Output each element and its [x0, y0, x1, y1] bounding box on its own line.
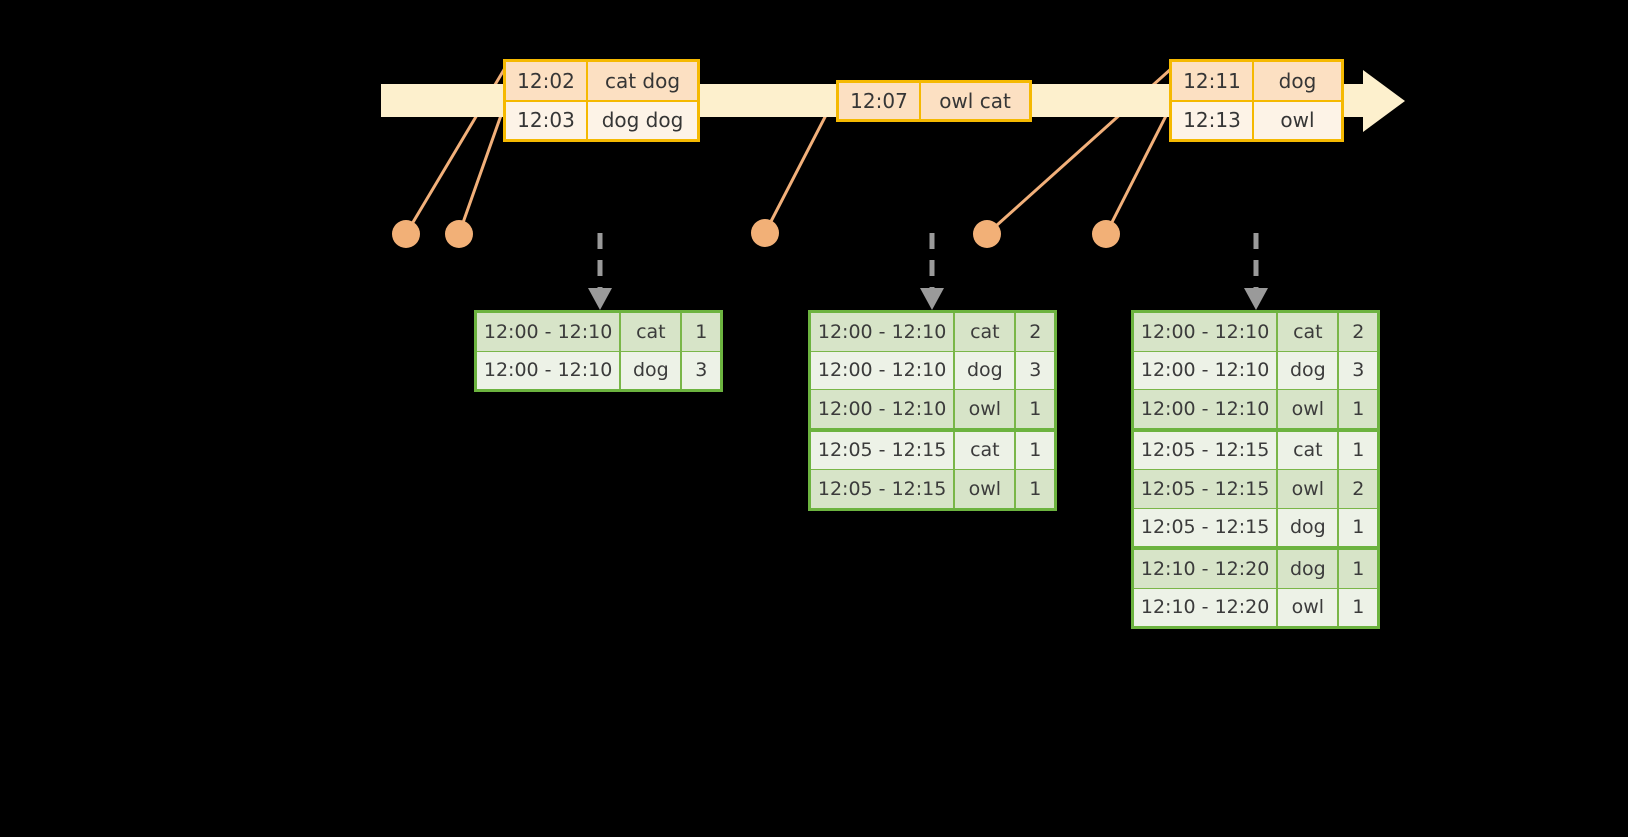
cell-window: 12:00 - 12:10 — [1134, 390, 1279, 428]
cell-count: 1 — [695, 320, 708, 343]
cell-word: cat — [955, 431, 1017, 469]
cell-count: 2 — [1352, 477, 1365, 500]
cell-count: 1 — [1029, 439, 1042, 462]
cell-window: 12:00 - 12:10 — [811, 313, 956, 351]
cell-count: 2 — [1029, 320, 1042, 343]
connector-line-2 — [457, 103, 507, 235]
event-time: 12:02 — [506, 62, 588, 100]
cell-window: 12:00 - 12:10 — [811, 390, 956, 428]
cell-word: cat — [1278, 431, 1340, 469]
cell-word: dog — [955, 351, 1017, 389]
event-words: owl — [1254, 101, 1341, 139]
cell-word: cat — [955, 313, 1017, 351]
event-dot-1 — [392, 220, 420, 248]
event-dot-2 — [445, 220, 473, 248]
cell-count: 1 — [1352, 439, 1365, 462]
cell-window: 12:05 - 12:15 — [1134, 508, 1279, 546]
event-dot-5 — [1092, 220, 1120, 248]
cell-window: 12:05 - 12:15 — [811, 431, 956, 469]
cell-count: 1 — [1352, 596, 1365, 619]
event-words: owl cat — [921, 83, 1029, 119]
event-time: 12:03 — [506, 101, 588, 139]
cell-word: dog — [1278, 550, 1340, 588]
event-row: 12:02 cat dog — [506, 62, 697, 100]
cell-count: 3 — [1029, 359, 1042, 382]
cell-word: dog — [1278, 351, 1340, 389]
cell-window: 12:05 - 12:15 — [811, 470, 956, 508]
cell-word: cat — [621, 313, 683, 351]
cell-word: dog — [1278, 508, 1340, 546]
event-dot-3 — [751, 219, 779, 247]
event-words: dog dog — [588, 101, 697, 139]
event-box-2[interactable]: 12:07 owl cat — [836, 80, 1032, 122]
event-time: 12:11 — [1172, 62, 1254, 100]
cell-window: 12:00 - 12:10 — [477, 351, 622, 389]
event-row: 12:11 dog — [1172, 62, 1341, 100]
cell-window: 12:00 - 12:10 — [1134, 313, 1279, 351]
cell-window: 12:00 - 12:10 — [1134, 351, 1279, 389]
event-box-1[interactable]: 12:02 cat dog 12:03 dog dog — [503, 59, 700, 142]
cell-word: owl — [955, 470, 1017, 508]
cell-count: 1 — [1352, 516, 1365, 539]
event-words: cat dog — [588, 62, 697, 100]
connector-line-5 — [1104, 103, 1174, 235]
cell-word: owl — [1278, 390, 1340, 428]
dashed-arrow-2 — [920, 233, 944, 310]
cell-word: owl — [1278, 470, 1340, 508]
cell-count: 2 — [1352, 320, 1365, 343]
timeline-arrowhead-icon — [1363, 70, 1405, 132]
cell-count: 1 — [1029, 477, 1042, 500]
dashed-arrow-3 — [1244, 233, 1268, 310]
cell-count: 1 — [1352, 557, 1365, 580]
cell-word: dog — [621, 351, 683, 389]
event-box-3[interactable]: 12:11 dog 12:13 owl — [1169, 59, 1344, 142]
cell-window: 12:05 - 12:15 — [1134, 431, 1279, 469]
event-row: 12:07 owl cat — [839, 83, 1029, 119]
event-time: 12:07 — [839, 83, 921, 119]
cell-window: 12:00 - 12:10 — [811, 351, 956, 389]
cell-count: 1 — [1029, 397, 1042, 420]
event-words: dog — [1254, 62, 1341, 100]
cell-word: owl — [955, 390, 1017, 428]
dashed-arrow-1 — [588, 233, 612, 310]
cell-window: 12:10 - 12:20 — [1134, 550, 1279, 588]
cell-count: 3 — [695, 359, 708, 382]
cell-word: cat — [1278, 313, 1340, 351]
event-dot-4 — [973, 220, 1001, 248]
cell-count: 3 — [1352, 359, 1365, 382]
cell-word: owl — [1278, 588, 1340, 626]
event-row: 12:03 dog dog — [506, 99, 697, 139]
cell-window: 12:00 - 12:10 — [477, 313, 622, 351]
cell-window: 12:05 - 12:15 — [1134, 470, 1279, 508]
event-row: 12:13 owl — [1172, 99, 1341, 139]
cell-window: 12:10 - 12:20 — [1134, 588, 1279, 626]
event-time: 12:13 — [1172, 101, 1254, 139]
cell-count: 1 — [1352, 397, 1365, 420]
